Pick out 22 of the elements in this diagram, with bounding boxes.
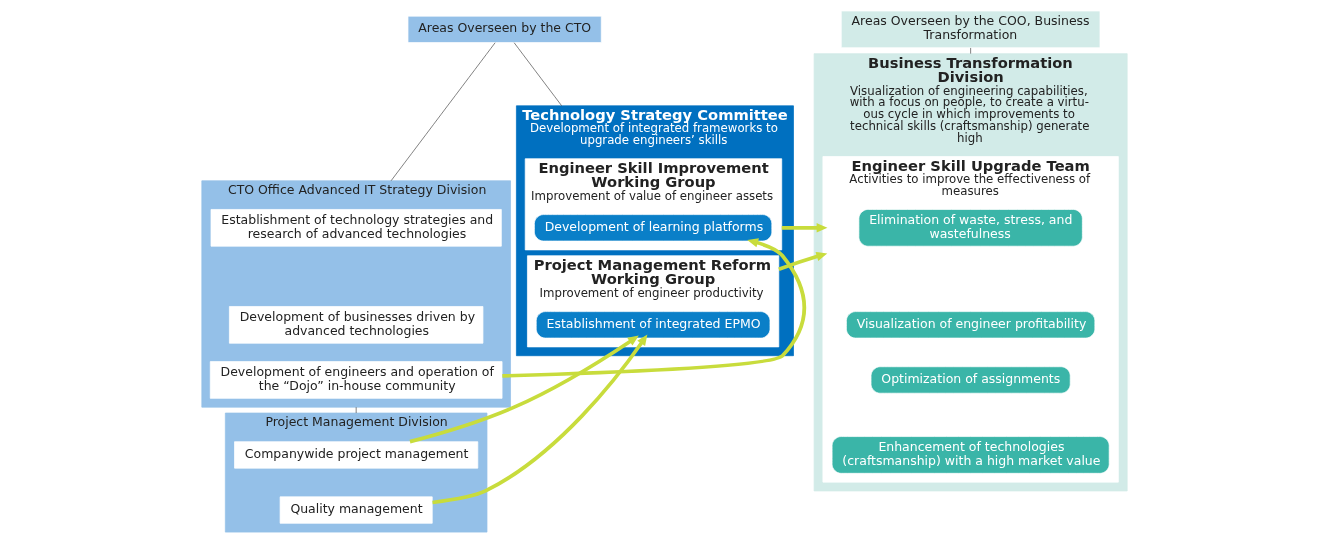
connector	[513, 42, 562, 107]
node-box: Establishment of integrated EPMO	[535, 311, 770, 339]
node-box: Companywide project management	[233, 441, 478, 469]
node-box: Areas Overseen by the COO, Business Transformation	[840, 10, 1100, 49]
node-box: Quality management	[279, 496, 433, 524]
arrow	[777, 251, 827, 271]
arrow	[781, 223, 827, 233]
connector	[390, 42, 495, 182]
node-box: Elimination of waste, stress, and wastefulness	[858, 209, 1083, 247]
node-box: Enhancement of technologies (craftsmanship) with a high market value	[831, 436, 1110, 474]
node-box: Development of learning platforms	[533, 214, 772, 242]
node-box: Optimization of assignments	[870, 366, 1071, 394]
node-box: Visualization of engineer profitability	[845, 311, 1095, 339]
connector	[355, 406, 357, 414]
connector	[969, 47, 971, 54]
node-box: Establishment of technology strategies and research of advanced technologies	[210, 209, 502, 247]
arrow	[409, 335, 639, 444]
arrow	[501, 238, 806, 378]
arrow	[431, 334, 647, 505]
node-box: Development of businesses driven by advanced technologies	[228, 306, 483, 344]
node-box: Areas Overseen by the CTO	[407, 15, 602, 43]
node-box: Development of engineers and operation of the “Dojo” in-house community	[209, 361, 502, 399]
